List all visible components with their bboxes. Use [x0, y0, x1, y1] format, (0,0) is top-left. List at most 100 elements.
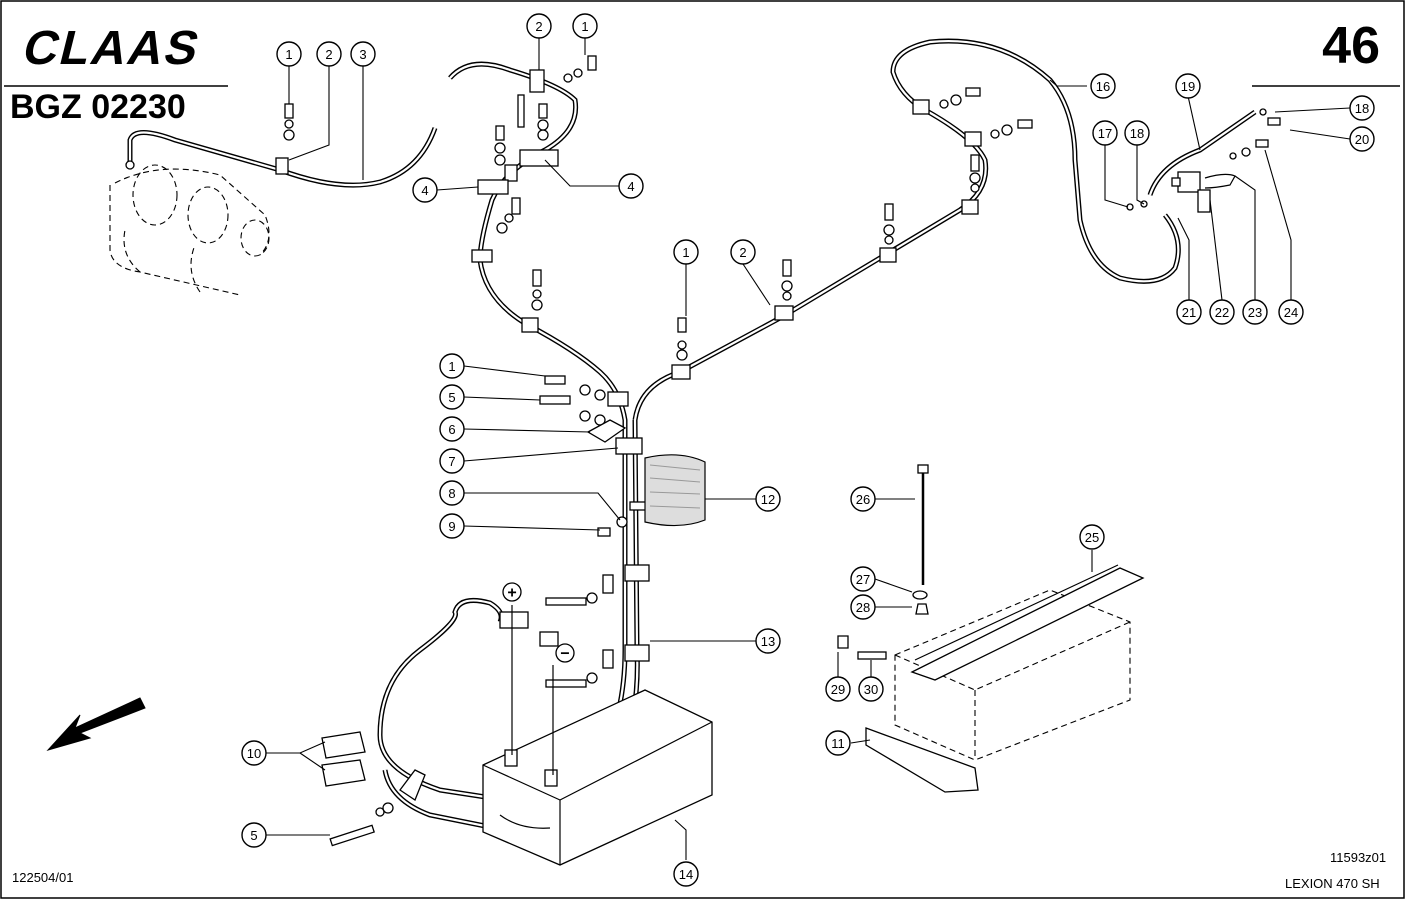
callout-circle — [1079, 524, 1105, 550]
callout-circle — [439, 448, 465, 474]
callout-c17: 17 — [1092, 120, 1118, 146]
callout-c5a: 5 — [439, 384, 465, 410]
callout-label: 28 — [856, 600, 870, 615]
battery-terminal-symbols: + − — [502, 582, 575, 775]
callout-label: 23 — [1248, 305, 1262, 320]
callout-c4b: 4 — [618, 173, 644, 199]
callout-circle — [730, 239, 756, 265]
callout-label: 20 — [1355, 132, 1369, 147]
callout-c9: 9 — [439, 513, 465, 539]
callout-label: 17 — [1098, 126, 1112, 141]
callout-c27: 27 — [850, 566, 876, 592]
callout-label: 10 — [247, 746, 261, 761]
callout-circle — [825, 676, 851, 702]
callout-circle — [673, 861, 699, 887]
callout-label: 1 — [581, 19, 588, 34]
callout-c11: 11 — [825, 730, 851, 756]
callout-label: 1 — [682, 245, 689, 260]
callout-c2a: 2 — [316, 41, 342, 67]
starter-motor-outline — [109, 164, 270, 296]
callout-c20: 20 — [1349, 126, 1375, 152]
callout-label: 13 — [761, 634, 775, 649]
heat-shield-12 — [644, 454, 706, 527]
callout-c7: 7 — [439, 448, 465, 474]
callout-circle — [1349, 126, 1375, 152]
secondary-battery-outline — [837, 464, 1145, 793]
callout-c23: 23 — [1242, 299, 1268, 325]
callout-c25: 25 — [1079, 524, 1105, 550]
callout-label: 30 — [864, 682, 878, 697]
callout-circle — [1124, 120, 1150, 146]
callout-c26: 26 — [850, 486, 876, 512]
callout-c6: 6 — [439, 416, 465, 442]
callout-label: 7 — [448, 454, 455, 469]
callout-c24: 24 — [1278, 299, 1304, 325]
callout-label: 5 — [448, 390, 455, 405]
callout-label: 5 — [250, 828, 257, 843]
callout-c2b: 2 — [526, 13, 552, 39]
callout-label: 4 — [421, 183, 428, 198]
callout-c1b: 1 — [572, 13, 598, 39]
callout-label: 2 — [739, 245, 746, 260]
callout-c16: 16 — [1090, 73, 1116, 99]
callout-circle — [755, 628, 781, 654]
figure-number: 11593z01 — [1330, 850, 1386, 865]
callout-circle — [825, 730, 851, 756]
callout-circle — [673, 239, 699, 265]
callout-label: 2 — [535, 19, 542, 34]
clamps-and-bolts — [471, 55, 1033, 688]
callout-circle — [858, 676, 884, 702]
callout-circle — [439, 480, 465, 506]
callout-label: 19 — [1181, 79, 1195, 94]
callout-label: 4 — [627, 179, 634, 194]
callout-c21: 21 — [1176, 299, 1202, 325]
callout-c29: 29 — [825, 676, 851, 702]
callout-circle — [316, 41, 342, 67]
callout-c18b: 18 — [1124, 120, 1150, 146]
callout-circle — [1090, 73, 1116, 99]
callout-label: 8 — [448, 486, 455, 501]
callout-label: 9 — [448, 519, 455, 534]
direction-arrow — [46, 697, 146, 751]
callout-label: 18 — [1355, 101, 1369, 116]
callout-circle — [526, 13, 552, 39]
upper-cable — [377, 61, 628, 803]
leader-lines — [266, 37, 1351, 860]
callout-label: 1 — [448, 359, 455, 374]
callout-circle — [850, 566, 876, 592]
document-code: 122504/01 — [12, 870, 73, 885]
callout-c30: 30 — [858, 676, 884, 702]
callout-label: 14 — [679, 867, 693, 882]
callout-label: 18 — [1130, 126, 1144, 141]
callout-c12: 12 — [755, 486, 781, 512]
positive-terminal-symbol: + — [507, 585, 516, 602]
callout-circle — [618, 173, 644, 199]
callout-c1d: 1 — [439, 353, 465, 379]
callout-circle — [1209, 299, 1235, 325]
battery-14 — [482, 689, 713, 866]
battery-plates-10 — [321, 731, 426, 847]
callout-circle — [439, 384, 465, 410]
callout-c18a: 18 — [1349, 95, 1375, 121]
callout-c13: 13 — [755, 628, 781, 654]
callout-circle — [350, 41, 376, 67]
callout-circle — [850, 486, 876, 512]
callout-label: 25 — [1085, 530, 1099, 545]
page-number: 46 — [1322, 17, 1380, 75]
callout-circle — [276, 41, 302, 67]
callout-c14: 14 — [673, 861, 699, 887]
callout-c19: 19 — [1175, 73, 1201, 99]
callout-label: 24 — [1284, 305, 1298, 320]
callout-circle — [755, 486, 781, 512]
callout-circle — [1349, 95, 1375, 121]
callout-label: 27 — [856, 572, 870, 587]
callout-circle — [439, 416, 465, 442]
diagram-code: BGZ 02230 — [10, 88, 186, 126]
callout-label: 3 — [359, 47, 366, 62]
callout-circle — [241, 822, 267, 848]
callout-circle — [1175, 73, 1201, 99]
callout-c8: 8 — [439, 480, 465, 506]
callout-c5b: 5 — [241, 822, 267, 848]
